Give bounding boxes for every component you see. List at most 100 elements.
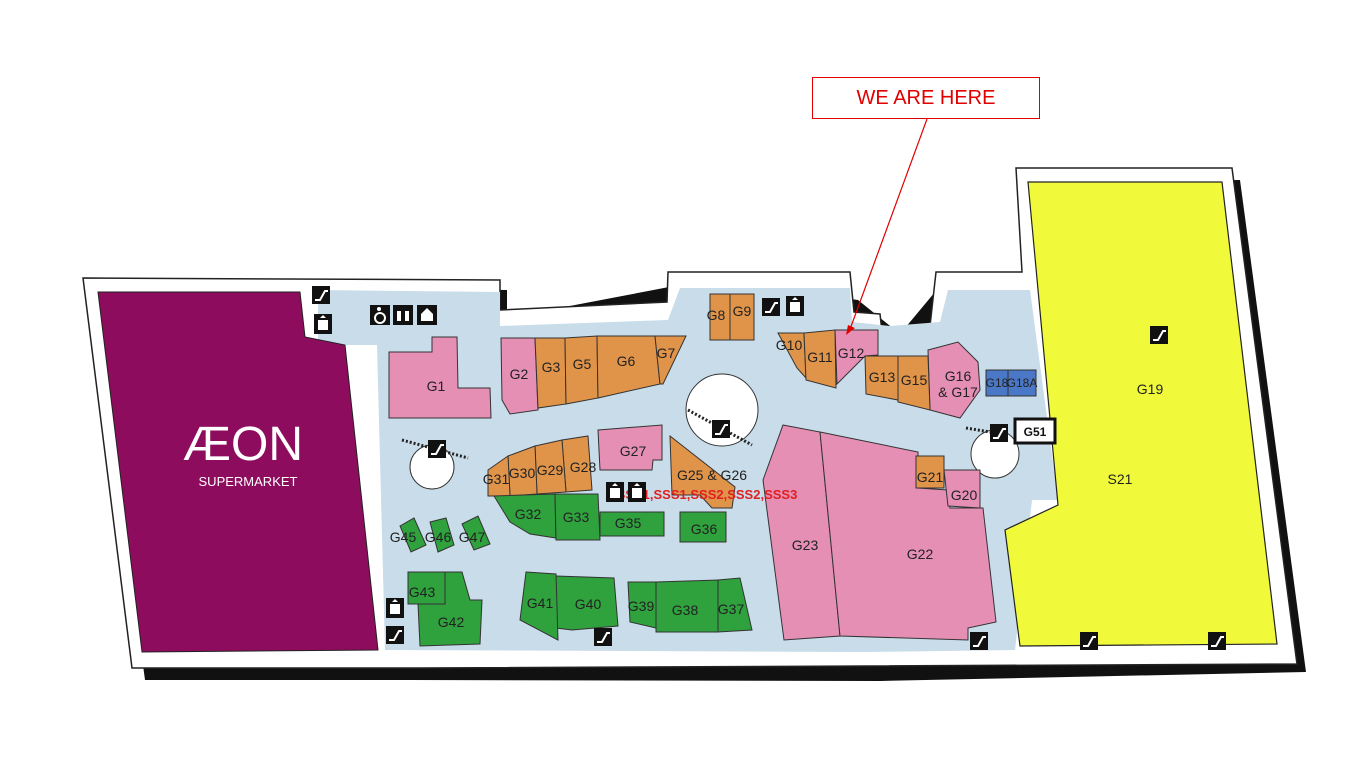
unit-g9-label: G9 — [733, 303, 752, 319]
aeon-label: SUPERMARKET — [199, 474, 298, 489]
unit-g29-label: G29 — [537, 462, 564, 478]
unit-g2[interactable] — [500, 337, 539, 415]
unit-g5-label: G5 — [573, 356, 592, 372]
lift-icons — [314, 296, 804, 618]
unit-g39-label: G39 — [628, 598, 655, 614]
unit-g36-label: G36 — [691, 521, 718, 537]
restroom-icon[interactable] — [393, 305, 413, 325]
unit-g7-label: G7 — [657, 345, 676, 361]
escalator-icon[interactable] — [712, 420, 730, 438]
escalator-icon[interactable] — [428, 440, 446, 458]
unit-g21-label: G21 — [917, 469, 944, 485]
lift-icon[interactable] — [786, 296, 804, 316]
unit-g47[interactable] — [461, 515, 491, 551]
unit-g45-label: G45 — [390, 529, 417, 545]
unit-g37-label: G37 — [718, 601, 745, 617]
unit-g43-label: G43 — [409, 584, 436, 600]
escalator-icon[interactable] — [312, 286, 330, 304]
unit-g1[interactable] — [388, 336, 492, 419]
escalator-icon[interactable] — [762, 298, 780, 316]
unit-g36[interactable] — [679, 511, 727, 543]
unit-g3-label: G3 — [542, 359, 561, 375]
unit-g35-label: G35 — [615, 515, 642, 531]
unit-g19-label: G19 — [1137, 381, 1164, 397]
wheelchair-icon[interactable] — [370, 305, 390, 325]
unit-g25-label: G25 & G26 — [677, 467, 747, 483]
unit-g45[interactable] — [399, 517, 427, 553]
pink-units — [388, 329, 997, 641]
unit-g15[interactable] — [897, 355, 931, 411]
escalator-icon[interactable] — [386, 626, 404, 644]
aeon-supermarket[interactable] — [97, 291, 379, 653]
escalator-icon[interactable] — [1208, 632, 1226, 650]
we-are-here-pointer — [848, 118, 928, 333]
unit-g11-label: G11 — [807, 349, 833, 365]
escalator-icon[interactable] — [1080, 632, 1098, 650]
unit-g33[interactable] — [554, 493, 601, 541]
escalator-icon[interactable] — [594, 628, 612, 646]
unit-g35[interactable] — [599, 511, 665, 537]
unit-g21[interactable] — [915, 455, 945, 489]
unit-g28-label: G28 — [570, 459, 597, 475]
unit-g41-label: G41 — [527, 595, 554, 611]
escalator-icons — [312, 286, 1226, 650]
unit-g16b-label: & G17 — [938, 384, 978, 400]
unit-g20[interactable] — [943, 469, 981, 509]
unit-g22-label: G22 — [907, 546, 934, 562]
unit-g10-label: G10 — [776, 337, 803, 353]
unit-g18a-label: G18A — [1007, 376, 1038, 390]
unit-g38-label: G38 — [672, 602, 699, 618]
unit-g23-label: G23 — [792, 537, 819, 553]
escalator-icon[interactable] — [970, 632, 988, 650]
unit-g33-label: G33 — [563, 509, 590, 525]
unit-g18-label: G18 — [986, 376, 1009, 390]
unit-s21-label: S21 — [1108, 471, 1133, 487]
unit-g9[interactable] — [729, 293, 755, 341]
lift-icon[interactable] — [606, 482, 624, 502]
unit-g51-box[interactable] — [1013, 417, 1057, 445]
lift-icon[interactable] — [314, 314, 332, 334]
lift-icon[interactable] — [386, 598, 404, 618]
escalator-icon[interactable] — [990, 424, 1008, 442]
anchor-g19-s21[interactable] — [1004, 181, 1278, 647]
unit-g25-g26[interactable] — [669, 434, 736, 509]
atrium-void-center — [685, 373, 759, 447]
unit-g7[interactable] — [654, 335, 687, 385]
unit-g27-label: G27 — [620, 443, 647, 459]
unit-g6-label: G6 — [617, 353, 636, 369]
unit-g8-label: G8 — [707, 307, 726, 323]
unit-g41[interactable] — [519, 571, 559, 641]
unit-g23[interactable] — [762, 424, 841, 641]
unit-g51-label: G51 — [1024, 425, 1047, 439]
we-are-here-arrowhead — [846, 325, 855, 335]
prayer-room-icon[interactable] — [417, 305, 437, 325]
green-units — [399, 493, 753, 647]
unit-g18a[interactable] — [1007, 369, 1037, 397]
aeon-logo: ÆON — [183, 418, 303, 471]
lift-icon[interactable] — [628, 482, 646, 502]
unit-g30-label: G30 — [509, 465, 536, 481]
unit-g32[interactable] — [493, 493, 557, 539]
unit-g32-label: G32 — [515, 506, 542, 522]
unit-g20-label: G20 — [951, 487, 978, 503]
kiosk-units-label: SSS1,SSS1,SSS2,SSS2,SSS3 — [617, 487, 798, 502]
we-are-here-callout: WE ARE HERE — [812, 77, 1040, 119]
unit-g46-label: G46 — [425, 529, 452, 545]
unit-g42-label: G42 — [438, 614, 465, 630]
unit-g27[interactable] — [597, 424, 663, 471]
orange-units — [487, 293, 945, 509]
unit-g2-label: G2 — [510, 366, 529, 382]
unit-g46[interactable] — [429, 517, 455, 553]
unit-g11[interactable] — [803, 329, 837, 389]
we-are-here-text: WE ARE HERE — [856, 86, 996, 109]
unit-g40-label: G40 — [575, 596, 602, 612]
unit-g31-label: G31 — [483, 471, 510, 487]
unit-g43[interactable] — [407, 571, 446, 605]
unit-g1-label: G1 — [427, 378, 446, 394]
escalator-icon[interactable] — [1150, 326, 1168, 344]
unit-g13-label: G13 — [869, 369, 896, 385]
unit-g15-label: G15 — [901, 372, 928, 388]
unit-g16-label: G16 — [945, 368, 972, 384]
unit-g39[interactable] — [627, 581, 657, 629]
